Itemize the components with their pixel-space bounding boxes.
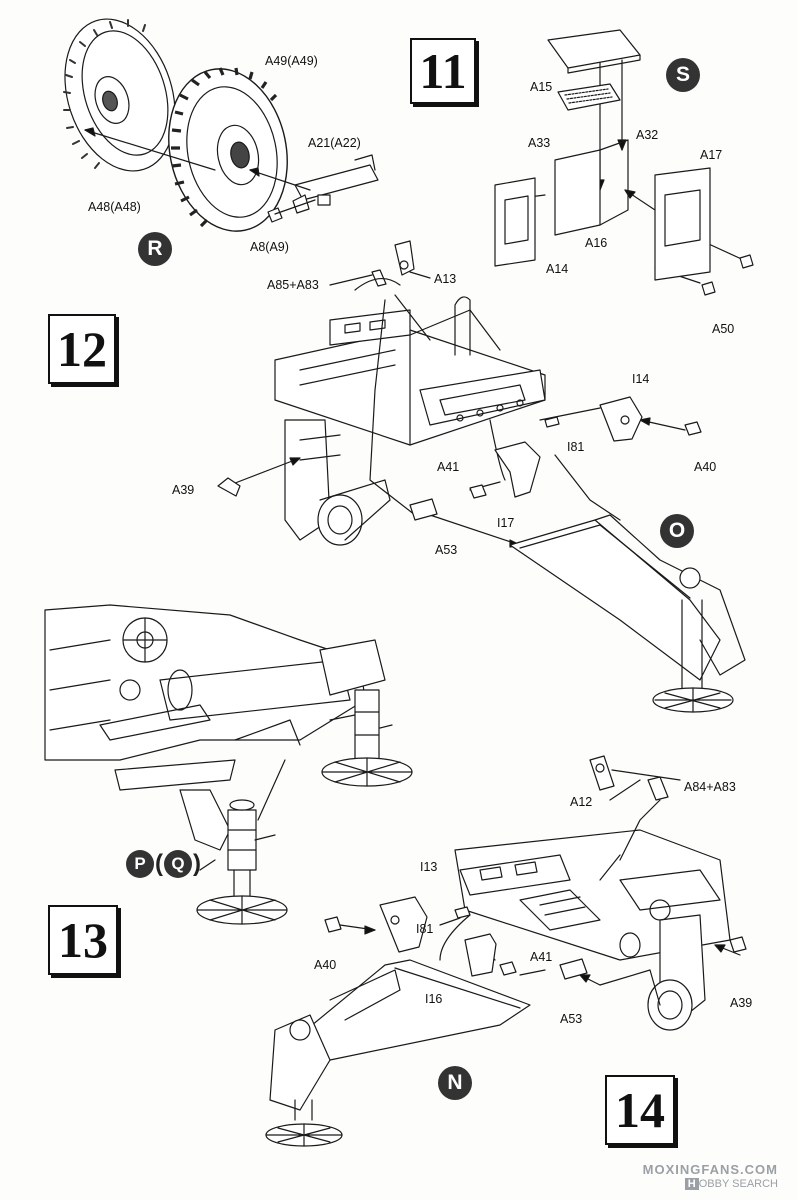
part-label: A32 (636, 128, 659, 142)
part-label: A85+A83 (267, 278, 319, 292)
part-label: A39 (730, 996, 753, 1010)
part-label: A8(A9) (250, 240, 289, 254)
outrigger-N (266, 960, 530, 1146)
small-parts-13 (325, 897, 746, 979)
badge-O: O (660, 514, 694, 548)
part-label: A16 (585, 236, 608, 250)
axle-parts (268, 155, 378, 222)
step-number-12: 12 (48, 314, 116, 384)
outrigger-O (510, 515, 745, 712)
part-label: I14 (632, 372, 650, 386)
leader-lines-12 (230, 272, 685, 547)
part-label: A84+A83 (684, 780, 736, 794)
part-label: A49(A49) (265, 54, 318, 68)
part-label: I81 (567, 440, 585, 454)
badge-P: P (126, 850, 154, 878)
part-label: A50 (712, 322, 735, 336)
part-label: I16 (425, 992, 443, 1006)
small-parts-12 (218, 397, 701, 520)
part-label: A14 (546, 262, 569, 276)
part-label: A53 (435, 543, 458, 557)
part-label: I17 (497, 516, 515, 530)
step-number-11: 11 (410, 38, 476, 104)
step-number-13: 13 (48, 905, 118, 975)
part-label: A12 (570, 795, 593, 809)
part-label: A53 (560, 1012, 583, 1026)
wheel-tyre (154, 58, 302, 243)
part-label: A15 (530, 80, 553, 94)
part-label: A13 (434, 272, 457, 286)
badge-S: S (666, 58, 700, 92)
part-label: I81 (416, 922, 434, 936)
badge-N: N (438, 1066, 472, 1100)
part-label: A33 (528, 136, 551, 150)
part-label: A48(A48) (88, 200, 141, 214)
jack-center (322, 690, 412, 786)
step-number-14: 14 (605, 1075, 675, 1145)
part-label: A21(A22) (308, 136, 361, 150)
badge-P-Q: P ( Q ) (126, 850, 202, 878)
part-label: A39 (172, 483, 195, 497)
part-label: I13 (420, 860, 438, 874)
badge-Q: Q (164, 850, 192, 878)
watermark-site: MOXINGFANS.COM (642, 1162, 778, 1177)
part-label: A17 (700, 148, 723, 162)
badge-R: R (138, 232, 172, 266)
chassis-step12 (275, 241, 545, 545)
chassis-step13-right (455, 756, 730, 1030)
part-label: A41 (530, 950, 553, 964)
leader-lines-13 (340, 770, 740, 985)
part-label: A40 (694, 460, 717, 474)
part-label: A40 (314, 958, 337, 972)
part-label: A41 (437, 460, 460, 474)
parts-box-assembly (495, 30, 753, 295)
jack-P (180, 760, 287, 924)
